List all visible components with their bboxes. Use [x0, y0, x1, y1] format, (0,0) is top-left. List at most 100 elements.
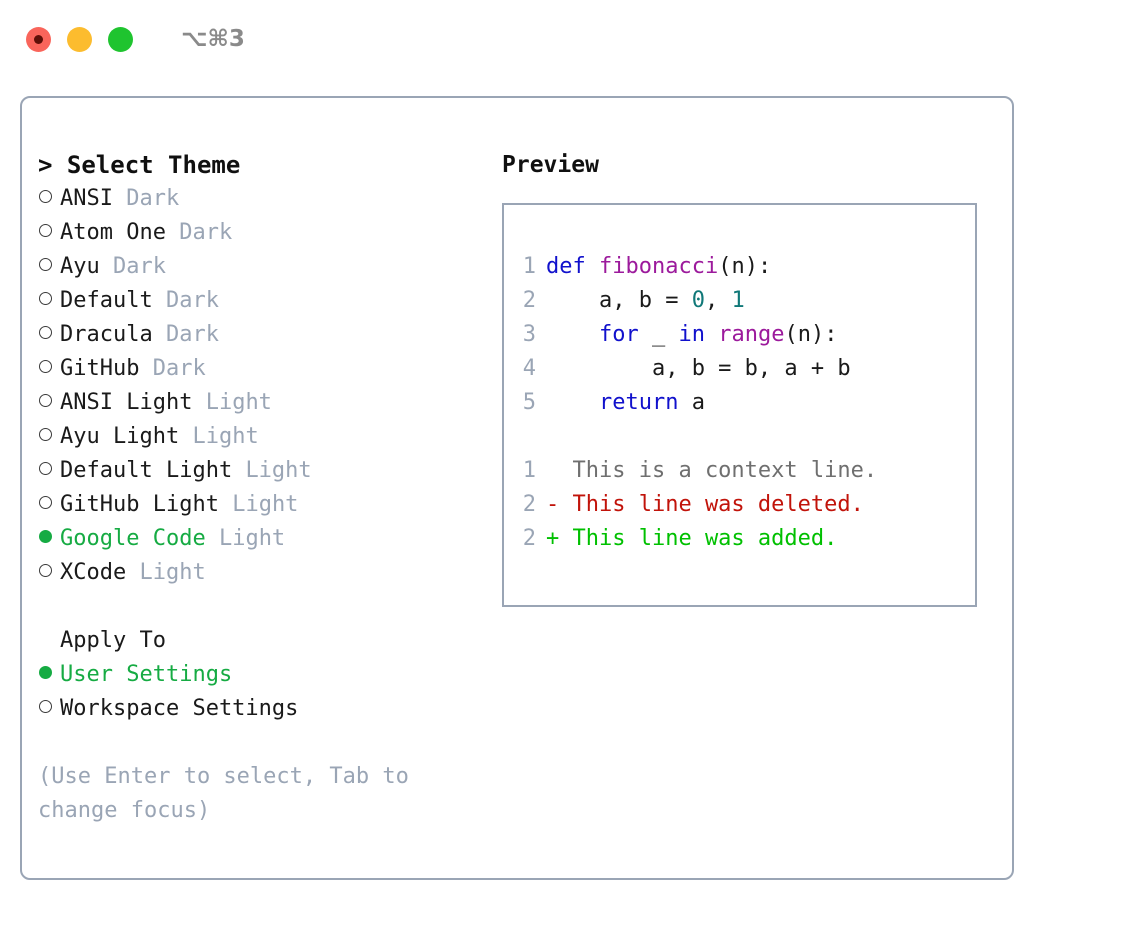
- apply-to-heading: Apply To: [60, 628, 166, 653]
- code-token-num: 0: [691, 288, 705, 313]
- theme-option-default-light[interactable]: Default Light Light: [38, 454, 488, 488]
- code-line-content: def fibonacci(n):: [546, 250, 771, 284]
- apply-to-option-label: User Settings: [60, 662, 233, 687]
- theme-option-github[interactable]: GitHub Dark: [38, 352, 488, 386]
- code-line: 5 return a: [504, 386, 975, 420]
- label-spacer: [153, 284, 166, 318]
- code-line-content: a, b = b, a + b: [546, 352, 851, 386]
- radio-circle: [39, 360, 52, 373]
- radio-circle: [39, 564, 52, 577]
- preview-box: 1 def fibonacci(n):2 a, b = 0, 1 3 for _ i…: [502, 203, 977, 607]
- code-token-kw: for: [598, 322, 639, 347]
- radio-circle: [39, 292, 52, 305]
- theme-variant-badge: Dark: [179, 220, 233, 245]
- theme-option-ansi[interactable]: ANSI Dark: [38, 182, 488, 216]
- maximize-button[interactable]: [108, 26, 133, 52]
- theme-option-label: Default: [60, 288, 153, 313]
- label-spacer: [113, 182, 126, 216]
- line-number: 4: [522, 356, 536, 381]
- theme-variant-badge: Light: [218, 526, 286, 551]
- diff-line: 2+ This line was added.: [504, 522, 975, 556]
- code-token-kw: return: [598, 390, 679, 415]
- label-spacer: [179, 420, 192, 454]
- theme-option-ayu[interactable]: Ayu Dark: [38, 250, 488, 284]
- code-token-punc: (n):: [718, 254, 772, 279]
- code-line-content: for _ in range(n):: [546, 318, 837, 352]
- code-line: 1 def fibonacci(n):: [504, 250, 975, 284]
- minimize-button[interactable]: [67, 26, 92, 52]
- code-token-punc: a: [678, 390, 705, 415]
- diff-line: 1 This is a context line.: [504, 454, 975, 488]
- code-token-num: 1: [731, 288, 745, 313]
- theme-option-label: Dracula: [60, 322, 153, 347]
- theme-option-label: Ayu: [60, 254, 100, 279]
- code-token-punc: (n):: [784, 322, 838, 347]
- title-bar: ⌥⌘3: [0, 0, 1140, 78]
- code-line: 2 a, b = 0, 1: [504, 284, 975, 318]
- code-line: 4 a, b = b, a + b: [504, 352, 975, 386]
- apply-to-option-label: Workspace Settings: [60, 696, 299, 721]
- code-spacer: [504, 420, 975, 454]
- line-number: 5: [522, 390, 536, 415]
- diff-line-content-add: + This line was added.: [546, 526, 838, 551]
- diff-sample: 1 This is a context line.2- This line wa…: [504, 454, 975, 556]
- help-hint-text: (Use Enter to select, Tab to change focu…: [38, 764, 423, 823]
- line-number: 3: [522, 322, 536, 347]
- theme-option-label: ANSI: [60, 186, 113, 211]
- theme-variant-badge: Light: [139, 560, 206, 585]
- preview-heading: Preview: [502, 152, 599, 178]
- radio-circle: [39, 496, 52, 509]
- radio-circle: [39, 326, 52, 339]
- radio-circle: [39, 258, 52, 271]
- label-spacer: [166, 216, 179, 250]
- diff-line: 2- This line was deleted.: [504, 488, 975, 522]
- radio-circle: [39, 394, 52, 407]
- apply-to-option-user-settings[interactable]: User Settings: [38, 658, 488, 692]
- keyboard-shortcut-label: ⌥⌘3: [181, 26, 245, 52]
- code-token-punc: [586, 254, 599, 279]
- diff-line-content-ctx: This is a context line.: [546, 458, 878, 483]
- code-token-kw: in: [678, 322, 705, 347]
- theme-variant-badge: Dark: [165, 322, 219, 347]
- code-line-content: return a: [546, 386, 705, 420]
- theme-option-label: ANSI Light: [60, 390, 193, 415]
- theme-option-default[interactable]: Default Dark: [38, 284, 488, 318]
- theme-option-ansi-light[interactable]: ANSI Light Light: [38, 386, 488, 420]
- label-spacer: [219, 488, 232, 522]
- close-button[interactable]: [26, 26, 51, 52]
- code-token-punc: a, b = b, a + b: [546, 356, 851, 381]
- select-theme-heading: > Select Theme: [38, 151, 241, 179]
- radio-circle: [39, 428, 52, 441]
- preview-panel: Preview 1 def fibonacci(n):2 a, b = 0, 1 3…: [502, 148, 992, 607]
- theme-option-ayu-light[interactable]: Ayu Light Light: [38, 420, 488, 454]
- line-number: 1: [522, 254, 536, 279]
- theme-option-label: GitHub Light: [60, 492, 219, 517]
- code-token-punc: [705, 322, 718, 347]
- code-sample: 1 def fibonacci(n):2 a, b = 0, 1 3 for _ i…: [504, 250, 975, 420]
- theme-option-google-code[interactable]: Google Code Light: [38, 522, 488, 556]
- spacer: [38, 590, 488, 624]
- apply-to-option-workspace-settings[interactable]: Workspace Settings: [38, 692, 488, 726]
- code-token-fn: range: [718, 322, 785, 347]
- theme-option-label: XCode: [60, 560, 127, 585]
- theme-option-dracula[interactable]: Dracula Dark: [38, 318, 488, 352]
- theme-option-label: Google Code: [60, 526, 206, 551]
- diff-line-number: 1: [522, 458, 536, 483]
- code-token-punc: ,: [704, 288, 732, 313]
- theme-variant-badge: Dark: [126, 186, 180, 211]
- radio-circle: [39, 666, 52, 679]
- theme-variant-badge: Light: [205, 390, 272, 415]
- theme-option-github-light[interactable]: GitHub Light Light: [38, 488, 488, 522]
- diff-line-content-del: - This line was deleted.: [546, 492, 864, 517]
- theme-variant-badge: Light: [192, 424, 259, 449]
- theme-variant-badge: Dark: [113, 254, 166, 279]
- theme-option-xcode[interactable]: XCode Light: [38, 556, 488, 590]
- theme-option-atom-one[interactable]: Atom One Dark: [38, 216, 488, 250]
- theme-option-label: Default Light: [60, 458, 233, 483]
- line-number: 2: [522, 288, 536, 313]
